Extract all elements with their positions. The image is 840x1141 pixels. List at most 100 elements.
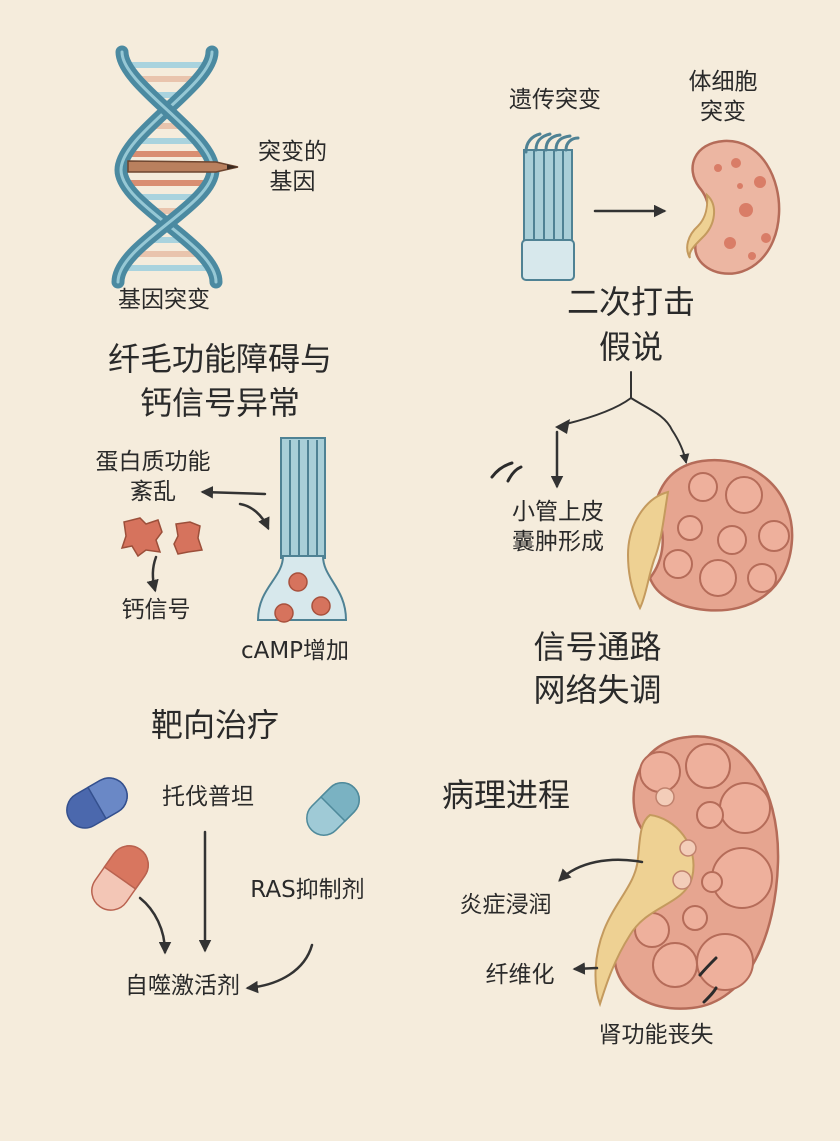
cyst xyxy=(725,476,763,514)
protein-to-calcium-arrow xyxy=(146,555,159,593)
camp-molecule xyxy=(288,572,308,592)
drug-label-autophagy-activator: 自噬激活剂 xyxy=(125,973,240,999)
cyst-formation-label-line: 小管上皮 xyxy=(512,499,604,525)
kidney-spot xyxy=(754,176,766,188)
branch-arrowhead xyxy=(555,419,570,434)
kidney-hilum xyxy=(686,192,715,259)
germline-mutation-label: 遗传突变 xyxy=(509,87,601,113)
somatic-mutation-label: 体细胞 突变 xyxy=(670,67,776,127)
kidney-spot xyxy=(739,203,753,217)
pathology-kidney-icon xyxy=(594,735,780,1010)
signaling-title-line: 信号通路 xyxy=(533,628,662,666)
small-cyst xyxy=(655,787,675,807)
drug-label-tolvaptan: 托伐普坦 xyxy=(162,784,254,810)
capsule-icon-teal xyxy=(306,782,360,836)
cyst xyxy=(652,942,698,988)
kidney-spot xyxy=(748,252,756,260)
small-cyst xyxy=(679,839,697,857)
two-hit-title-line: 二次打击 xyxy=(566,283,695,321)
capsule-half xyxy=(103,845,149,890)
signaling-network-title: 信号通路 网络失调 xyxy=(505,626,690,712)
cyst xyxy=(688,472,718,502)
fibrosis-label: 纤维化 xyxy=(485,962,555,988)
kidney-spot xyxy=(761,233,771,243)
drug-label-ras-inhibitor: RAS抑制剂 xyxy=(250,877,365,903)
two-hit-title-line: 假说 xyxy=(598,328,663,366)
cyst xyxy=(747,563,777,593)
capsule-half xyxy=(86,777,128,820)
camp-increase-label: cAMP增加 xyxy=(240,638,350,664)
camp-molecule xyxy=(274,603,294,623)
somatic-mutation-label-line: 体细胞 xyxy=(688,69,758,95)
mutated-gene-label-line: 突变的 xyxy=(258,139,327,165)
cyst xyxy=(685,743,731,789)
cyst-formation-label-line: 囊肿形成 xyxy=(512,529,604,555)
capsule-icon-blue xyxy=(66,777,128,829)
cilia-dysfunction-title: 纤毛功能障碍与 钙信号异常 xyxy=(80,337,360,425)
mutated-gene-label-line: 基因 xyxy=(269,169,316,195)
cilium-microtubules xyxy=(289,440,318,558)
cyst xyxy=(663,549,693,579)
pathology-progression-title: 病理进程 xyxy=(441,776,570,814)
misfolded-protein-icon xyxy=(120,517,163,558)
protein-label-line: 紊乱 xyxy=(130,479,176,505)
cyst xyxy=(677,515,703,541)
signaling-title-line: 网络失调 xyxy=(533,671,662,709)
small-arrow-mark xyxy=(490,461,523,483)
kidney-icon xyxy=(686,139,781,275)
inflammation-label: 炎症浸润 xyxy=(459,892,552,918)
cilium-to-protein-arrow xyxy=(200,486,267,499)
cyst xyxy=(701,871,723,893)
cyst xyxy=(699,559,737,597)
protein-label-line: 蛋白质功能 xyxy=(95,449,211,475)
cyst xyxy=(719,782,771,834)
mutated-gene-segment xyxy=(127,160,239,173)
kidney-spot xyxy=(731,158,741,168)
red-capsule-arrow xyxy=(138,896,172,955)
cilia-base xyxy=(521,239,575,281)
dna-strand-back-highlight xyxy=(119,50,218,284)
camp-molecule xyxy=(311,596,331,616)
somatic-mutation-label-line: 突变 xyxy=(700,99,746,125)
kidney-spot xyxy=(737,183,743,189)
cilium-shaft xyxy=(280,437,326,559)
cilia-title-line: 钙信号异常 xyxy=(139,384,300,422)
gene-mutation-caption: 基因突变 xyxy=(118,287,210,313)
cyst-kidney-icon xyxy=(626,458,794,612)
kidney-spot xyxy=(714,164,722,172)
cyst-formation-label: 小管上皮 囊肿形成 xyxy=(493,497,623,557)
cilia-icon xyxy=(521,132,580,281)
renal-function-loss-label: 肾功能丧失 xyxy=(598,1022,714,1048)
fibrosis-mark xyxy=(698,956,718,977)
capsule-half xyxy=(319,782,360,823)
capsule-icon-red xyxy=(91,845,149,911)
function-loss-mark xyxy=(702,986,718,1004)
cyst xyxy=(717,525,747,555)
hypothesis-branch-lines xyxy=(565,371,686,462)
curved-arrow-to-cilium xyxy=(238,502,270,531)
calcium-signal-label: 钙信号 xyxy=(121,597,191,623)
two-hit-hypothesis-title: 二次打击 假说 xyxy=(541,280,721,370)
kidney-spot xyxy=(724,237,736,249)
cyst xyxy=(696,801,724,829)
misfolded-protein-icon xyxy=(173,521,203,555)
ras-inhibitor-arrow xyxy=(245,943,314,994)
cyst-kidney-ureter xyxy=(626,490,670,611)
cilia-title-line: 纤毛功能障碍与 xyxy=(107,340,332,378)
cyst xyxy=(639,751,681,793)
protein-dysfunction-label: 蛋白质功能 紊乱 xyxy=(83,447,223,507)
dna-helix-icon xyxy=(111,45,239,289)
mutated-gene-pointer-tip xyxy=(227,164,238,170)
mutated-gene-label: 突变的 基因 xyxy=(245,137,340,197)
inflammation-arrow xyxy=(558,858,644,882)
cilia-tips xyxy=(524,132,580,154)
cilium-with-base-icon xyxy=(256,437,348,623)
fibrosis-arrow xyxy=(572,962,599,975)
cyst xyxy=(696,933,754,991)
cilia-microtubules xyxy=(533,150,564,242)
cyst xyxy=(758,520,790,552)
cilia-shaft xyxy=(523,149,573,243)
small-cyst xyxy=(672,870,692,890)
kidney-outline xyxy=(691,139,781,275)
